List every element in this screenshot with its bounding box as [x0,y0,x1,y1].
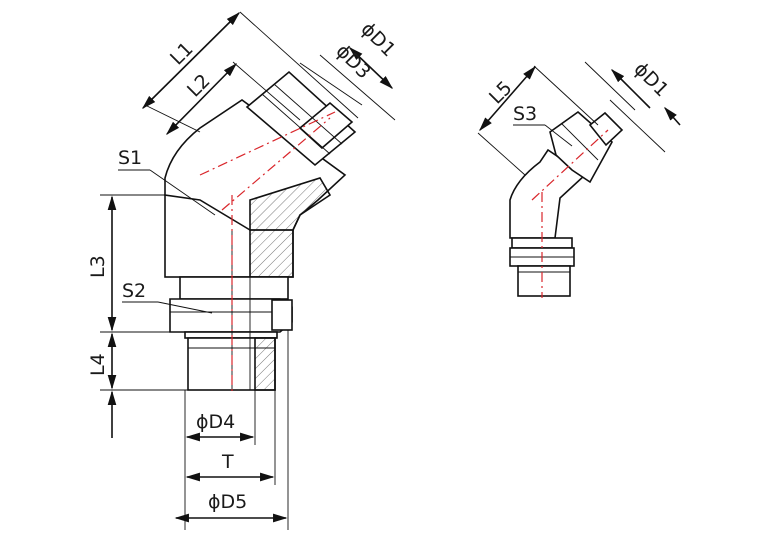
label-l3: L3 [87,255,109,278]
label-s3: S3 [513,103,537,125]
small-centerline-angled [531,129,609,201]
label-l1: L1 [166,38,198,70]
main-thread-hatch [254,337,276,391]
leader-s2: S2 [122,280,213,314]
leader-s3: S3 [513,103,573,147]
main-seal-ring [271,299,293,331]
leader-s1: S1 [118,147,216,216]
label-d3: ϕD3 [331,40,374,83]
main-angled-nut-collar [298,101,354,150]
small-nut-collar [588,111,624,147]
label-l4: L4 [87,353,109,376]
main-stem [179,276,289,300]
dimension-d4-t-d5: ϕD4 T ϕD5 [174,330,289,530]
main-centerline-angled [221,117,331,211]
label-t: T [221,451,234,473]
label-d4: ϕD4 [196,411,235,433]
label-l5: L5 [485,77,517,109]
label-d5: ϕD5 [208,491,247,513]
label-l2: L2 [183,70,215,102]
dimension-l3-l4: L3 L4 [87,194,188,438]
label-s1: S1 [118,147,142,169]
small-elbow-body [509,148,587,239]
label-s2: S2 [122,280,146,302]
main-fitting [164,70,357,395]
small-spigot [517,265,571,297]
main-centerline-upper [199,111,336,176]
main-spigot [184,331,278,339]
small-fitting [509,110,624,298]
